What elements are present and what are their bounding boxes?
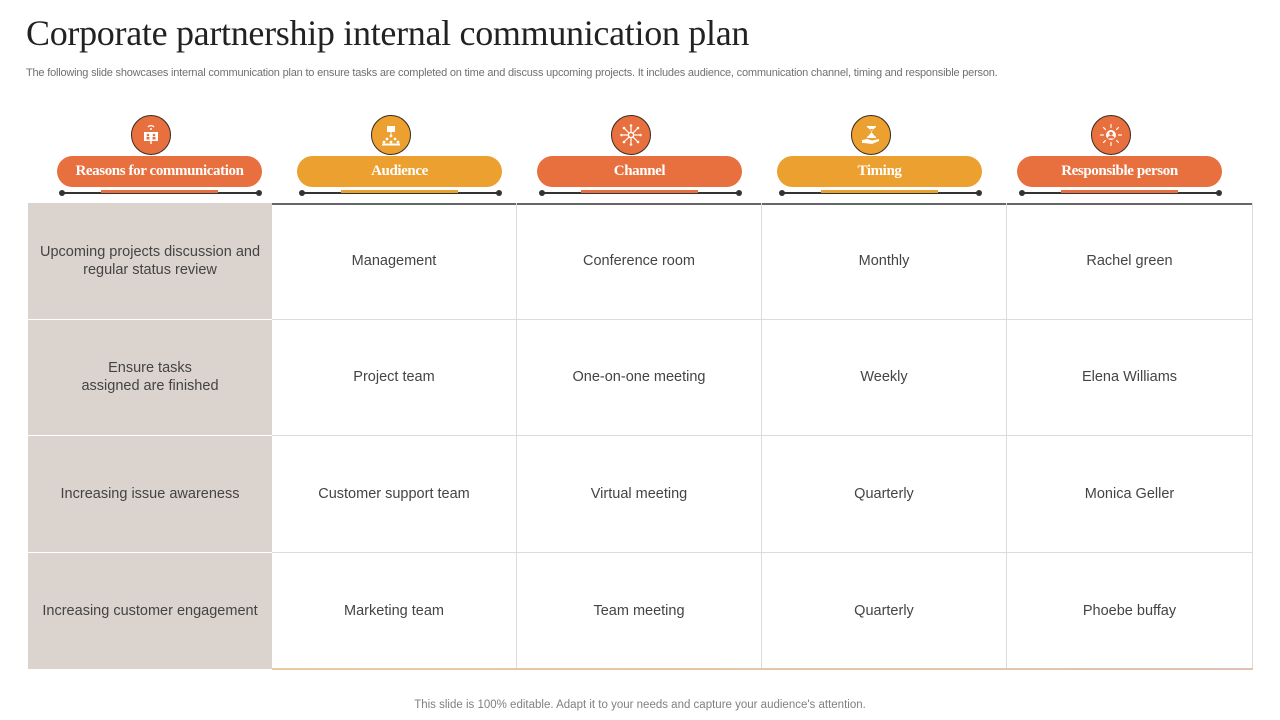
accent-bar (821, 190, 938, 193)
dot (539, 190, 545, 196)
header-pill: Timing (777, 156, 982, 187)
header-pill: Channel (537, 156, 742, 187)
accent-bar (101, 190, 218, 193)
header-audience: Audience (268, 114, 513, 204)
person-cell: Monica Geller (1007, 436, 1253, 553)
dot (299, 190, 305, 196)
network-hub-icon (610, 115, 651, 155)
reason-cell: Ensure tasks assigned are finished (28, 319, 272, 436)
audience-cell: Project team (272, 319, 517, 436)
reason-cell: Increasing issue awareness (28, 436, 272, 553)
person-cell: Elena Williams (1007, 319, 1253, 436)
audience-cell: Customer support team (272, 436, 517, 553)
header-channel: Channel (508, 114, 753, 204)
audience-cell: Management (272, 203, 517, 320)
header-pill: Responsible person (1017, 156, 1222, 187)
timing-cell: Quarterly (762, 436, 1007, 553)
communication-screen-icon (130, 115, 171, 155)
audience-cell: Marketing team (272, 552, 517, 669)
table-row: Increasing issue awareness Customer supp… (28, 436, 1253, 553)
dot (59, 190, 65, 196)
header-responsible: Responsible person (988, 114, 1233, 204)
accent-bar (341, 190, 458, 193)
dot (779, 190, 785, 196)
person-cell: Rachel green (1007, 203, 1253, 320)
audience-hierarchy-icon (370, 115, 411, 155)
header-timing: Timing (748, 114, 993, 204)
table-top-rule (272, 203, 1253, 205)
table-row: Increasing customer engagement Marketing… (28, 552, 1253, 669)
channel-cell: Conference room (517, 203, 762, 320)
header-pill: Reasons for communication (57, 156, 262, 187)
channel-cell: Virtual meeting (517, 436, 762, 553)
channel-cell: One-on-one meeting (517, 319, 762, 436)
dot (976, 190, 982, 196)
timing-cell: Monthly (762, 203, 1007, 320)
accent-bar (1061, 190, 1178, 193)
table-bottom-rule (272, 668, 1253, 670)
accent-bar (581, 190, 698, 193)
reason-cell: Upcoming projects discussion and regular… (28, 203, 272, 320)
dot (1216, 190, 1222, 196)
page-title: Corporate partnership internal communica… (26, 13, 750, 53)
dot (496, 190, 502, 196)
footer-note: This slide is 100% editable. Adapt it to… (414, 699, 866, 711)
channel-cell: Team meeting (517, 552, 762, 669)
dot (1019, 190, 1025, 196)
timing-cell: Quarterly (762, 552, 1007, 669)
header-reasons: Reasons for communication (28, 114, 273, 204)
timing-cell: Weekly (762, 319, 1007, 436)
table-row: Ensure tasks assigned are finished Proje… (28, 319, 1253, 436)
dot (256, 190, 262, 196)
header-pill: Audience (297, 156, 502, 187)
table-row: Upcoming projects discussion and regular… (28, 203, 1253, 320)
column-headers: Reasons for communication Audience (28, 114, 1253, 204)
hourglass-hand-icon (850, 115, 891, 155)
communication-plan-table: Upcoming projects discussion and regular… (28, 203, 1253, 670)
page-subtitle: The following slide showcases internal c… (26, 67, 998, 79)
reason-cell: Increasing customer engagement (28, 552, 272, 669)
person-sun-icon (1090, 115, 1131, 155)
dot (736, 190, 742, 196)
person-cell: Phoebe buffay (1007, 552, 1253, 669)
